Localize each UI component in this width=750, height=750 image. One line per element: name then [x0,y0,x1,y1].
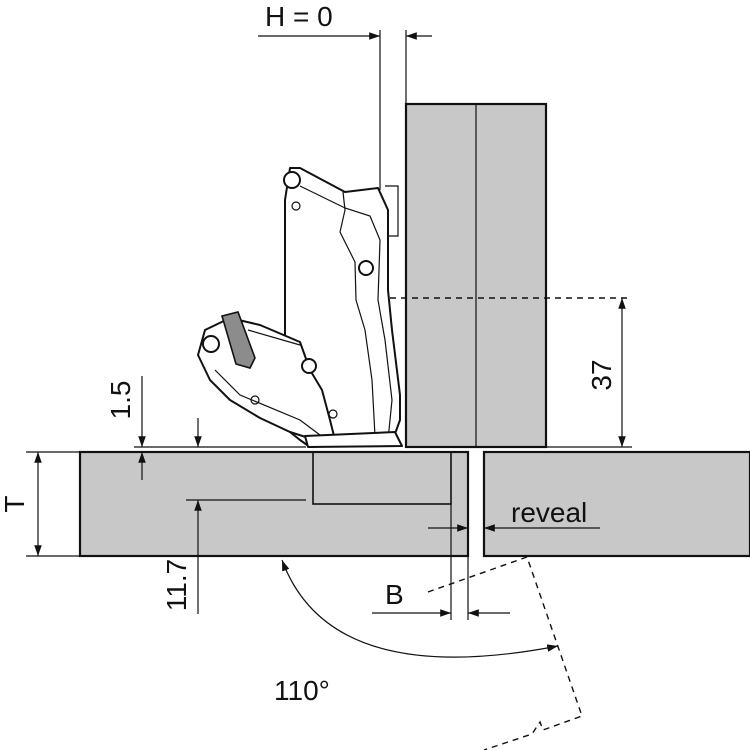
reveal-dimension: reveal [428,497,600,532]
thickness-label: T [0,495,30,512]
hinge-lever [220,311,256,369]
cabinet-side-panel [404,102,548,449]
gap-dimension: 1.5 [105,376,306,480]
hinge-cup-bore [312,451,452,505]
door-panel [78,450,470,558]
cup-height-label: 37 [586,359,617,390]
reveal-label: reveal [511,497,587,528]
hinge-arm [197,167,403,448]
overlay-dimension: H = 0 [258,1,432,190]
cup-depth-label: 11.7 [161,559,192,611]
bore-distance-label: B [385,579,404,610]
thickness-dimension: T [0,451,80,557]
adjacent-door-panel [482,450,750,558]
opening-angle-dimension: 110° [274,559,559,706]
gap-label: 1.5 [105,381,136,420]
opening-angle-label: 110° [274,675,330,706]
cup-depth-dimension: 11.7 [161,499,306,614]
cup-height-dimension: 37 [390,297,632,448]
overlay-label: H = 0 [265,1,333,32]
